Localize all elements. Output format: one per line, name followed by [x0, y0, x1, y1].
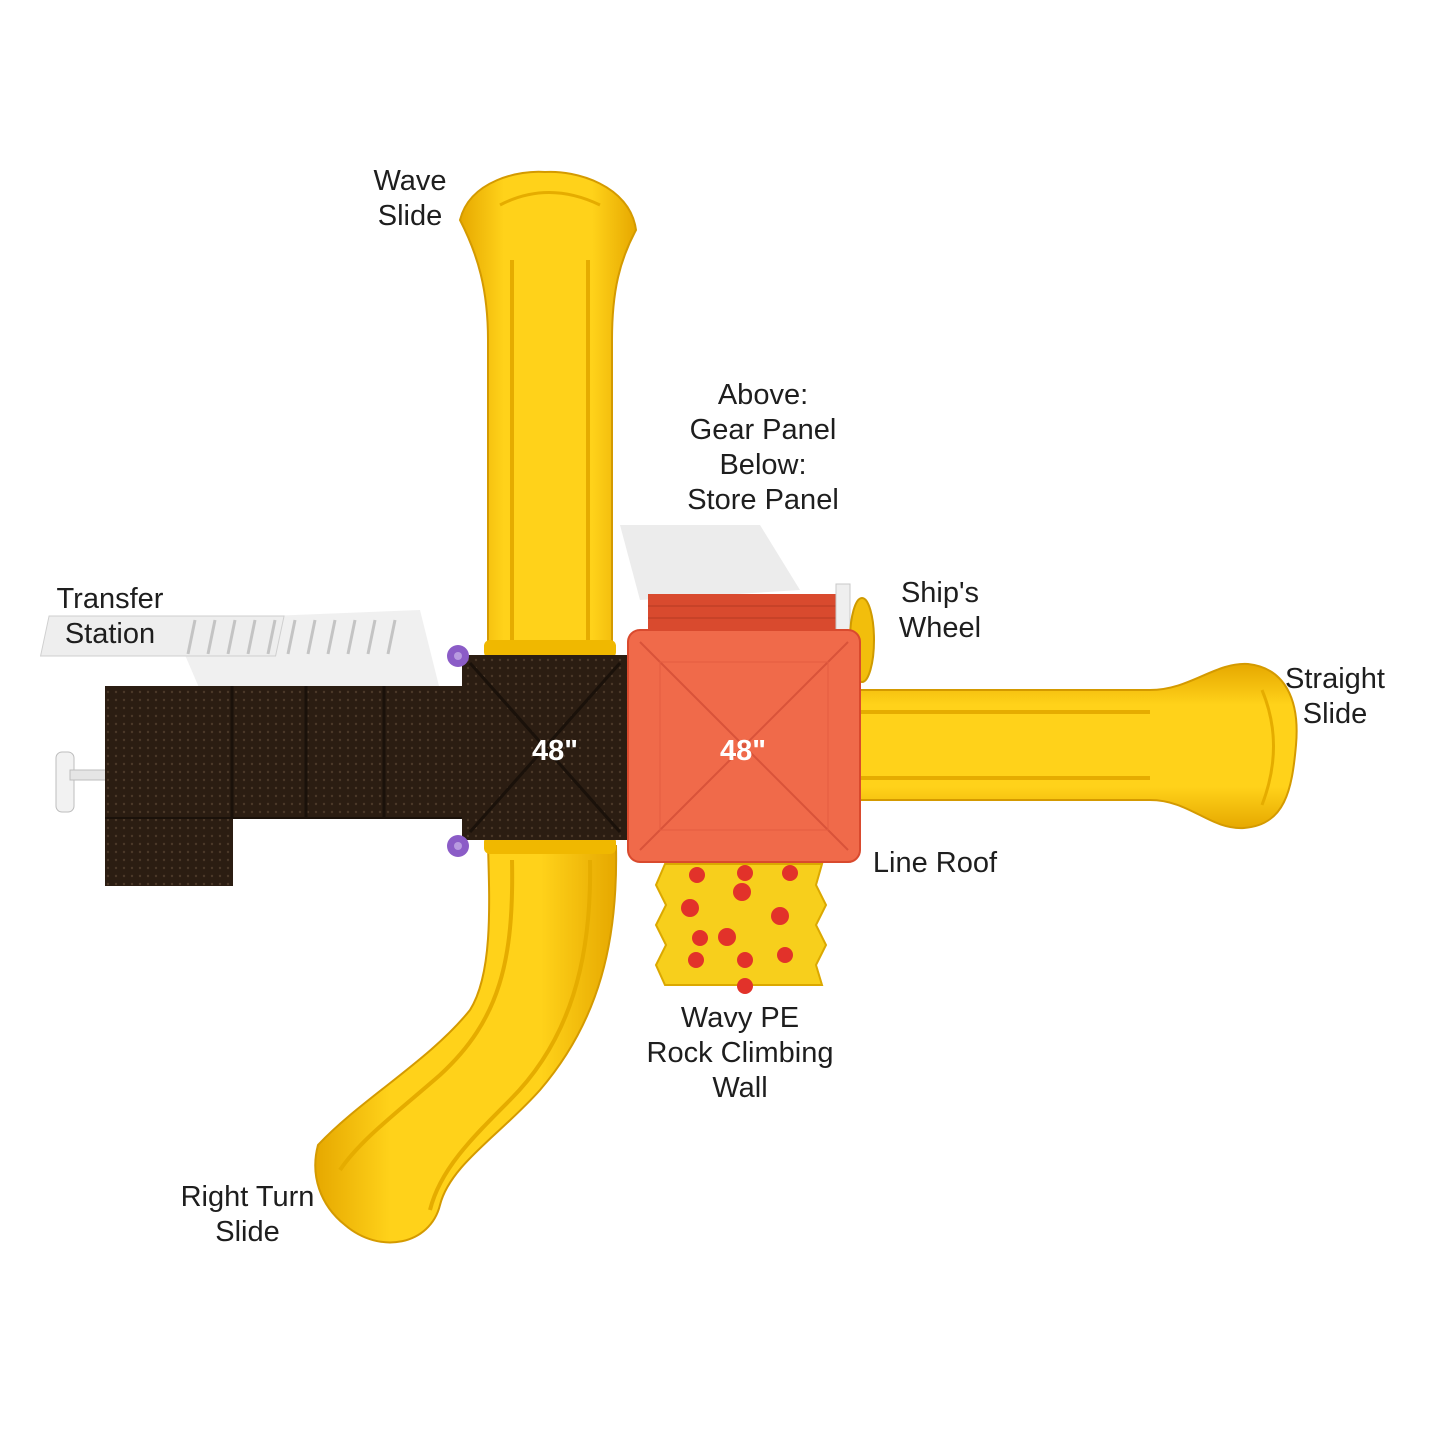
deck-left	[462, 655, 628, 840]
label-gear-store-panel: Above:Gear Panel Below:Store Panel	[687, 379, 839, 516]
handrail	[55, 751, 111, 813]
deck-height-left: 48"	[532, 735, 578, 767]
transfer-station-deck	[105, 686, 465, 886]
straight-slide	[851, 662, 1298, 830]
label-line-roof: Line Roof	[872, 847, 998, 879]
deck-height-right: 48"	[720, 735, 766, 767]
handle-icon	[447, 835, 469, 857]
rock-climbing-wall	[654, 863, 828, 994]
wave-slide	[458, 170, 638, 658]
transfer-station-steps	[39, 615, 397, 657]
climbing-holds	[681, 865, 798, 994]
line-roof	[627, 629, 861, 863]
right-turn-slide	[314, 836, 618, 1244]
gear-store-panel	[648, 594, 838, 630]
handle-icon	[447, 645, 469, 667]
